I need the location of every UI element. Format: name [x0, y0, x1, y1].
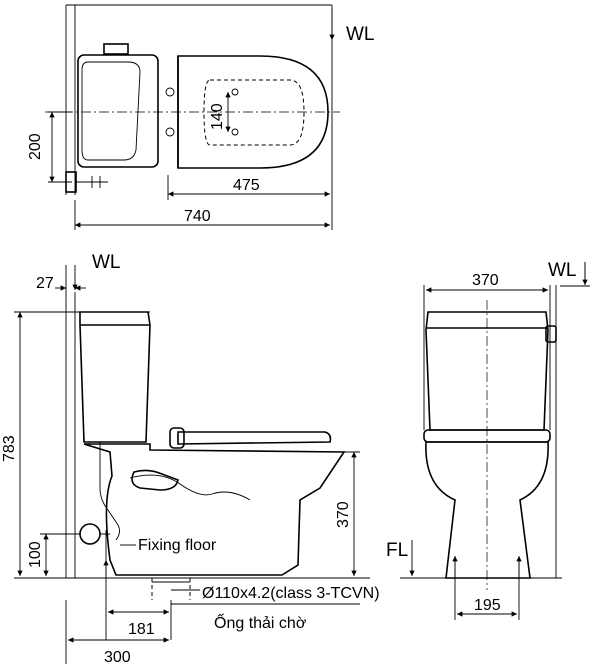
top-view	[45, 4, 340, 230]
flush-button-top	[103, 43, 129, 55]
dim-370-side-label: 370	[335, 501, 352, 528]
front-view	[400, 262, 590, 620]
wl-label-top: WL	[346, 24, 375, 45]
bowl-side	[83, 443, 346, 576]
seat-top	[177, 55, 329, 169]
dim-27-label: 27	[36, 275, 54, 292]
dim-300-label: 300	[104, 649, 131, 666]
dim-740-label: 740	[184, 208, 211, 225]
pipe-spec-label: Ø110x4.2(class 3-TCVN)	[202, 585, 380, 602]
dim-100-label: 100	[27, 541, 44, 568]
dim-140-label: 140	[209, 103, 226, 130]
bowl-opening-top	[203, 79, 305, 146]
stop-valve-side	[79, 523, 101, 545]
dim-783-label: 783	[1, 435, 18, 462]
tank-top	[77, 54, 159, 168]
dim-181-label: 181	[128, 621, 155, 638]
dim-200-label: 200	[27, 133, 44, 160]
tank-side	[79, 311, 151, 443]
fl-label: FL	[386, 540, 408, 561]
dim-195-label: 195	[474, 597, 501, 614]
pipe-name-label: Ống thải chờ	[214, 612, 307, 632]
seat-side	[177, 431, 332, 445]
bowl-front	[425, 441, 549, 579]
dim-475-label: 475	[233, 177, 260, 194]
side-view	[14, 265, 370, 664]
dim-370-front-label: 370	[472, 272, 499, 289]
trapway-side	[131, 469, 179, 491]
wl-label-front: WL	[548, 260, 577, 281]
tank-lid-top	[81, 61, 141, 161]
wl-label-side: WL	[92, 252, 121, 273]
fixing-floor-label: Fixing floor	[138, 537, 217, 554]
